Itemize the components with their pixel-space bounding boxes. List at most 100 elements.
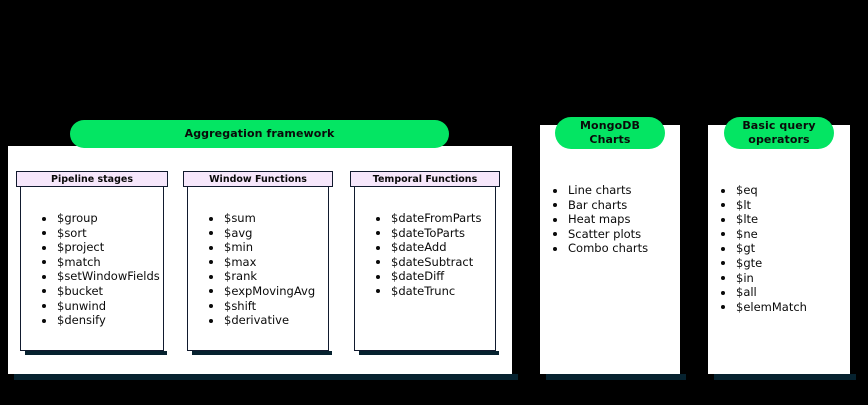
- list-item: $dateFromParts: [374, 211, 481, 226]
- list-item-label: $lt: [736, 197, 752, 212]
- list-item-label: $setWindowFields: [57, 269, 160, 284]
- card-header-pipeline-stages: Pipeline stages: [16, 171, 168, 187]
- list-item: $setWindowFields: [40, 269, 160, 284]
- bullet-dot-icon: [376, 231, 380, 236]
- list-item-label: Bar charts: [568, 197, 628, 212]
- list-item-label: $shift: [224, 298, 257, 313]
- bullet-dot-icon: [721, 246, 725, 251]
- list-item: $lte: [719, 212, 807, 227]
- list-item: $group: [40, 211, 160, 226]
- list-item-label: $densify: [57, 313, 106, 328]
- list-item-label: $dateToParts: [391, 225, 466, 240]
- list-item: $gte: [719, 256, 807, 271]
- bullet-dot-icon: [553, 246, 557, 251]
- bullet-dot-icon: [721, 276, 725, 281]
- bullet-dot-icon: [721, 203, 725, 208]
- list-item: $sort: [40, 226, 160, 241]
- list-item: $dateToParts: [374, 226, 481, 241]
- panel-basic-query-operators: [708, 125, 856, 380]
- pill-mongodb-charts-line2: Charts: [589, 133, 631, 146]
- list-item: $eq: [719, 183, 807, 198]
- list-item-label: $dateSubtract: [391, 254, 474, 269]
- bullet-dot-icon: [209, 289, 213, 294]
- bullet-dot-icon: [376, 245, 380, 250]
- card-header-window-functions-label: Window Functions: [209, 173, 307, 185]
- list-item: $derivative: [207, 313, 315, 328]
- bullet-dot-icon: [42, 274, 46, 279]
- pill-mongodb-charts[interactable]: MongoDB Charts: [555, 117, 665, 149]
- bullet-dot-icon: [553, 188, 557, 193]
- list-item: $project: [40, 240, 160, 255]
- list-item: Scatter plots: [551, 227, 648, 242]
- pill-aggregation-framework[interactable]: Aggregation framework: [70, 120, 449, 148]
- list-item-label: $avg: [224, 225, 253, 240]
- list-item: $all: [719, 285, 807, 300]
- list-item-label: $eq: [736, 183, 758, 197]
- list-temporal-functions: $dateFromParts $dateToParts $dateAdd $da…: [374, 211, 481, 299]
- list-item-label: $gt: [736, 241, 756, 256]
- bullet-dot-icon: [553, 232, 557, 237]
- bullet-dot-icon: [209, 274, 213, 279]
- bullet-dot-icon: [376, 260, 380, 265]
- list-item-label: $group: [57, 211, 98, 225]
- list-item-label: $expMovingAvg: [224, 283, 316, 298]
- list-item-label: $bucket: [57, 283, 104, 298]
- pill-mongodb-charts-line1: MongoDB: [580, 119, 640, 133]
- list-item: $unwind: [40, 299, 160, 314]
- list-window-functions: $sum $avg $min $max $rank $expMovingAvg …: [207, 211, 315, 328]
- bullet-dot-icon: [376, 289, 380, 294]
- list-item: $lt: [719, 198, 807, 213]
- list-item: Bar charts: [551, 198, 648, 213]
- bullet-dot-icon: [209, 231, 213, 236]
- list-item: $ne: [719, 227, 807, 242]
- bullet-dot-icon: [376, 216, 380, 221]
- list-item: $gt: [719, 241, 807, 256]
- list-item-label: $all: [736, 285, 757, 300]
- list-item-label: $sum: [224, 211, 256, 225]
- bullet-dot-icon: [721, 217, 725, 222]
- list-item: $bucket: [40, 284, 160, 299]
- pill-basic-query-operators-line1: Basic query: [742, 119, 816, 133]
- list-mongodb-charts: Line charts Bar charts Heat maps Scatter…: [551, 183, 648, 256]
- list-item: $shift: [207, 299, 315, 314]
- card-header-temporal-functions: Temporal Functions: [350, 171, 500, 187]
- list-item-label: Combo charts: [568, 241, 649, 256]
- list-item-label: $rank: [224, 269, 258, 284]
- bullet-dot-icon: [209, 245, 213, 250]
- pill-basic-query-operators[interactable]: Basic query operators: [724, 117, 834, 149]
- pill-aggregation-framework-label: Aggregation framework: [184, 127, 335, 141]
- card-header-window-functions: Window Functions: [183, 171, 333, 187]
- list-item-label: Line charts: [568, 183, 632, 197]
- bullet-dot-icon: [721, 261, 725, 266]
- bullet-dot-icon: [42, 216, 46, 221]
- bullet-dot-icon: [721, 232, 725, 237]
- bullet-dot-icon: [42, 318, 46, 323]
- list-item-label: $sort: [57, 225, 87, 240]
- bullet-dot-icon: [42, 245, 46, 250]
- list-item: Combo charts: [551, 241, 648, 256]
- list-item-label: $min: [224, 240, 254, 255]
- list-item-label: $elemMatch: [736, 299, 807, 314]
- list-item: $dateSubtract: [374, 255, 481, 270]
- list-item-label: $gte: [736, 255, 763, 270]
- list-item: $elemMatch: [719, 300, 807, 315]
- bullet-dot-icon: [376, 274, 380, 279]
- list-item-label: $match: [57, 254, 101, 269]
- list-item: $max: [207, 255, 315, 270]
- list-item: $dateDiff: [374, 269, 481, 284]
- list-item: $min: [207, 240, 315, 255]
- bullet-dot-icon: [721, 290, 725, 295]
- bullet-dot-icon: [42, 260, 46, 265]
- bullet-dot-icon: [209, 260, 213, 265]
- list-item-label: $dateFromParts: [391, 211, 482, 225]
- list-item-label: $lte: [736, 212, 759, 227]
- card-header-pipeline-stages-label: Pipeline stages: [51, 173, 133, 185]
- panel-mongodb-charts: [540, 125, 686, 380]
- list-item: $avg: [207, 226, 315, 241]
- list-basic-query-operators: $eq $lt $lte $ne $gt $gte $in $all $elem…: [719, 183, 807, 314]
- list-item-label: $dateDiff: [391, 269, 445, 284]
- pill-basic-query-operators-line2: operators: [748, 133, 810, 146]
- list-item: $rank: [207, 269, 315, 284]
- list-item-label: $dateTrunc: [391, 283, 456, 298]
